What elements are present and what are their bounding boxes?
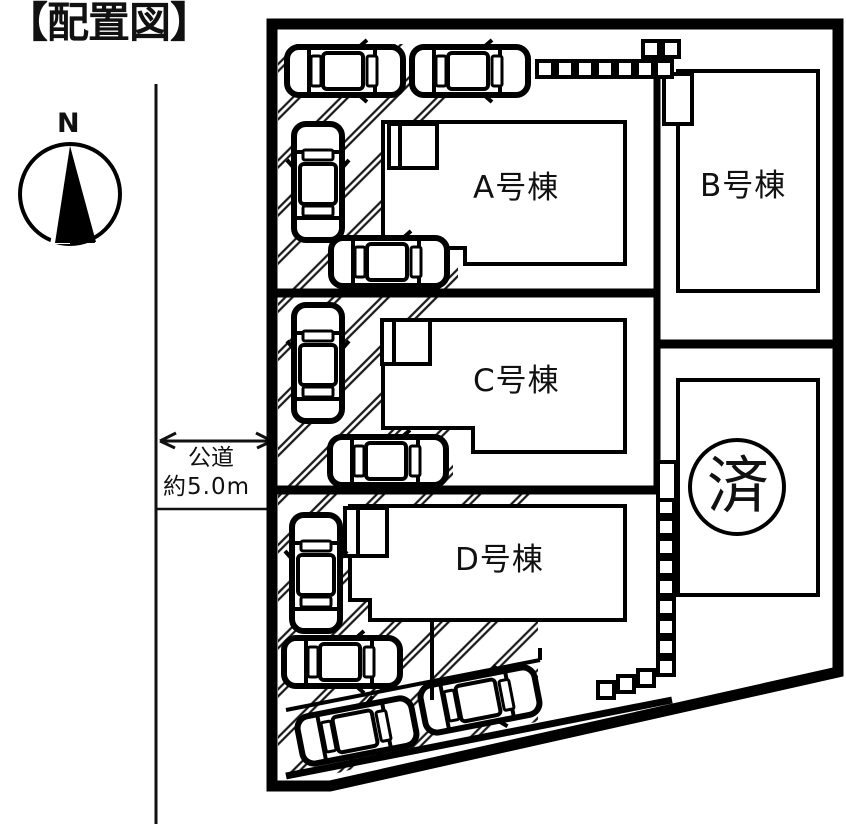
compass-north-label: N xyxy=(57,108,80,139)
sold-stamp-circle xyxy=(688,438,786,536)
car-top-2 xyxy=(412,40,528,102)
car-top-1 xyxy=(287,40,403,102)
road-name-label: 公道 xyxy=(188,445,234,471)
building-c-outline xyxy=(380,318,627,454)
building-b-outline xyxy=(662,69,820,293)
car-lot-a-vertical xyxy=(287,124,349,240)
car-lot-d-horizontal xyxy=(284,631,400,693)
building-d-outline xyxy=(343,504,627,622)
car-lot-d-vertical xyxy=(285,515,347,631)
compass-rose xyxy=(18,142,122,246)
building-a-label: A号棟 xyxy=(473,170,560,206)
car-lot-c-vertical xyxy=(287,305,349,421)
sold-stamp-label: 済 xyxy=(707,449,770,522)
public-road xyxy=(154,84,273,824)
building-a-outline xyxy=(381,120,627,266)
building-b-label: B号棟 xyxy=(700,168,787,204)
car-lot-c-horizontal xyxy=(330,430,446,492)
road-width-label: 約5.0m xyxy=(163,474,250,500)
car-lot-a-horizontal xyxy=(331,231,447,293)
lot-divider-lines xyxy=(272,44,838,495)
building-d-label: D号棟 xyxy=(455,542,544,578)
building-c-label: C号棟 xyxy=(473,363,560,399)
paver-path-entry-box xyxy=(656,460,678,502)
lot-d-bottom-edge xyxy=(285,648,673,780)
site-boundary xyxy=(266,18,844,792)
page-title: 【配置図】 xyxy=(6,0,212,47)
